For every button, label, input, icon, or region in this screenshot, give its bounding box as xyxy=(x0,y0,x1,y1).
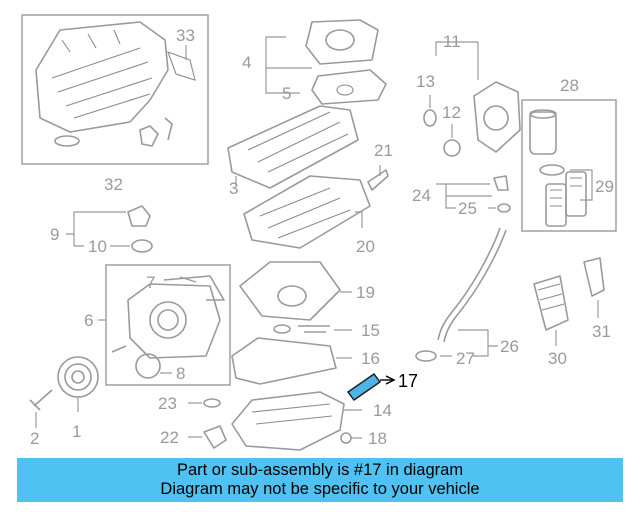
fitment-notice-banner: Part or sub-assembly is #17 in diagram D… xyxy=(17,458,623,502)
callout-4: 4 xyxy=(242,53,251,72)
bracket-group xyxy=(239,261,352,321)
callout-31: 31 xyxy=(592,322,611,341)
callout-19: 19 xyxy=(356,283,375,302)
callout-32: 32 xyxy=(104,175,123,194)
banner-line-2: Diagram may not be specific to your vehi… xyxy=(160,480,480,498)
callout-23: 23 xyxy=(158,394,177,413)
gasket-group xyxy=(231,324,352,385)
callout-28: 28 xyxy=(560,76,579,95)
callout-15: 15 xyxy=(361,321,380,340)
callout-21: 21 xyxy=(374,141,393,160)
callout-1: 1 xyxy=(72,422,81,441)
callout-labels: 1 2 3 4 5 6 7 8 9 10 11 12 13 14 15 16 1… xyxy=(30,26,614,448)
callout-6: 6 xyxy=(84,311,93,330)
dipstick-top-group xyxy=(436,175,511,213)
callout-18: 18 xyxy=(368,429,387,448)
oil-filter-group xyxy=(521,99,617,232)
valve-cover-group xyxy=(227,19,387,189)
callout-29: 29 xyxy=(595,177,614,196)
callout-24: 24 xyxy=(412,186,431,205)
callout-8: 8 xyxy=(176,364,185,383)
callout-17: 17 xyxy=(398,371,418,391)
callout-5: 5 xyxy=(282,84,291,103)
exploded-parts-diagram: 1 2 3 4 5 6 7 8 9 10 11 12 13 14 15 16 1… xyxy=(21,14,617,451)
oil-pan-upper-group xyxy=(243,165,389,249)
cap-group xyxy=(66,205,153,253)
timing-cover-group xyxy=(423,41,521,157)
banner-line-1: Part or sub-assembly is #17 in diagram xyxy=(176,461,464,479)
callout-11: 11 xyxy=(443,32,461,51)
callout-9: 9 xyxy=(50,225,59,244)
callout-12: 12 xyxy=(442,103,461,122)
intake-manifold-group xyxy=(21,14,209,165)
callout-7: 7 xyxy=(146,273,155,292)
callout-13: 13 xyxy=(416,72,435,91)
front-cover-group xyxy=(98,264,231,386)
callout-25: 25 xyxy=(458,199,477,218)
callout-26: 26 xyxy=(500,337,519,356)
callout-16: 16 xyxy=(361,349,380,368)
callout-27: 27 xyxy=(456,349,475,368)
pulley-group xyxy=(29,356,99,428)
callout-22: 22 xyxy=(160,428,179,447)
highlighted-part-17 xyxy=(347,373,396,401)
callout-20: 20 xyxy=(356,237,375,256)
drain-plug-group xyxy=(188,398,227,449)
callout-33: 33 xyxy=(176,26,195,45)
callout-30: 30 xyxy=(548,349,567,368)
callout-14: 14 xyxy=(373,401,392,420)
dipstick-tube-group xyxy=(415,227,507,362)
oil-cooler-group xyxy=(533,257,605,346)
callout-2: 2 xyxy=(30,429,39,448)
callout-3: 3 xyxy=(229,179,238,198)
callout-10: 10 xyxy=(88,237,107,256)
oil-pan-lower-group xyxy=(231,391,362,451)
